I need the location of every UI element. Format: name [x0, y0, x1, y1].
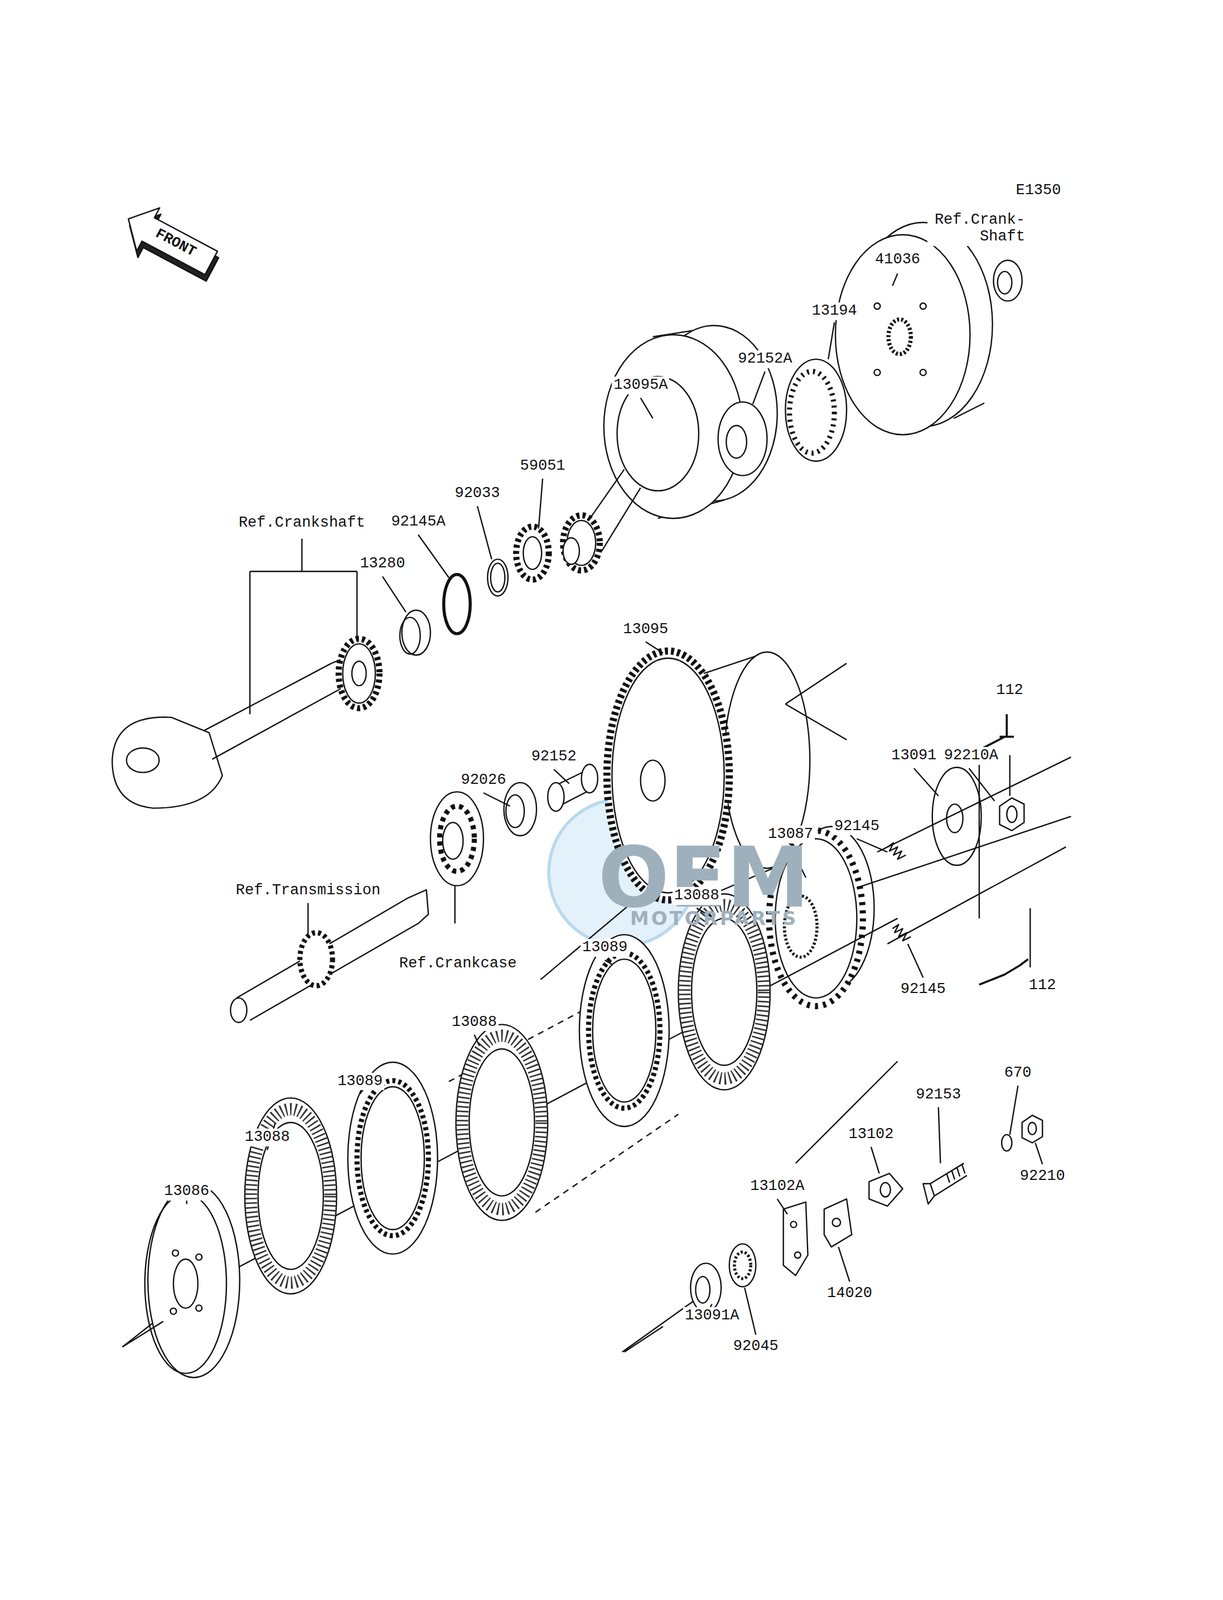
reference-label: Ref.Transmission — [234, 881, 383, 900]
callout-number: 13194 — [810, 302, 859, 321]
callout-number: 92045 — [731, 1337, 781, 1356]
callout-number: 13088 — [450, 1013, 499, 1032]
callout-number: 41036 — [873, 250, 922, 269]
callout-number: 13089 — [335, 1072, 385, 1091]
callout-number: 112 — [994, 681, 1026, 700]
callout-number: 92152A — [736, 350, 794, 369]
reference-label: Ref.Crank- Shaft — [927, 211, 1027, 246]
reference-label: Ref.Crankcase — [397, 954, 519, 973]
reference-label: Ref.Crankshaft — [237, 514, 367, 533]
watermark: MOTORPARTS — [628, 907, 800, 930]
callout-number: 13102 — [846, 1125, 896, 1144]
callout-number: 13091 — [889, 746, 939, 765]
callout-number: 92026 — [458, 771, 508, 790]
callout-number: 92152 — [529, 747, 579, 766]
callout-number: 13086 — [162, 1182, 211, 1201]
callout-number: 92145A — [389, 513, 447, 531]
callout-number: 92210 — [1018, 1167, 1067, 1186]
callout-number: 13280 — [358, 554, 407, 573]
callout-number: 13089 — [580, 938, 630, 957]
callout-number: 13088 — [243, 1128, 292, 1147]
callout-number: 13095 — [621, 620, 670, 639]
callout-number: 92153 — [914, 1085, 963, 1104]
callout-number: 13087 — [766, 825, 815, 844]
callout-number: 670 — [1002, 1064, 1034, 1082]
callout-number: 92033 — [452, 484, 502, 503]
callout-number: 13095A — [611, 376, 670, 395]
callout-number: 112 — [1027, 976, 1058, 995]
callout-number: 14020 — [825, 1284, 874, 1303]
direction-label: FRONT — [152, 225, 198, 260]
callout-number: 92145 — [898, 980, 948, 999]
diagram-code: E1350 — [1013, 181, 1063, 200]
callout-number: 59051 — [518, 457, 568, 476]
callout-number: 92210A — [942, 746, 1000, 765]
callout-number: 13091A — [683, 1306, 741, 1325]
callout-number: 13088 — [672, 886, 722, 905]
callout-number: 92145 — [832, 817, 882, 836]
callout-number: 13102A — [748, 1177, 806, 1196]
